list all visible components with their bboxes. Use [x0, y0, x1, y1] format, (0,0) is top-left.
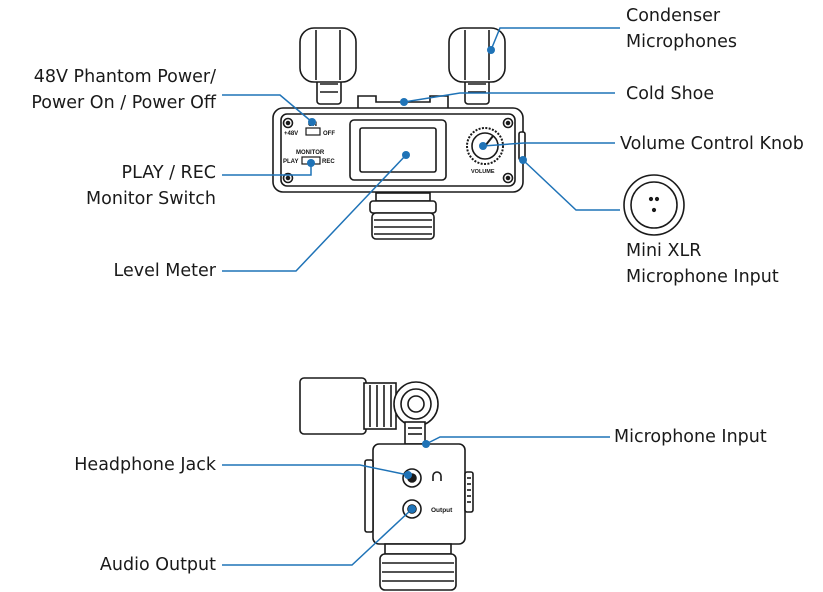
text-play: PLAY — [283, 159, 298, 165]
callout-dot-playrec — [307, 159, 315, 167]
label-condenser-line2: Microphones — [626, 32, 737, 52]
label-volume-knob: Volume Control Knob — [620, 134, 804, 154]
side-mic-capsule — [299, 377, 367, 435]
text-off: OFF — [323, 131, 335, 137]
label-condenser-line1: Condenser — [626, 6, 721, 26]
text-volume: VOLUME — [471, 169, 495, 175]
side-view-device — [299, 377, 474, 591]
callout-line-mini-xlr — [522, 159, 620, 211]
label-phantom-line2: Power On / Power Off — [31, 93, 216, 113]
mini-xlr-connector — [623, 174, 685, 236]
condenser-mic-left — [299, 27, 357, 105]
callout-line-condenser — [490, 27, 620, 51]
text-rec: REC — [322, 159, 335, 165]
label-headphone-jack: Headphone Jack — [74, 455, 216, 475]
callout-dot-headphone — [404, 471, 412, 479]
side-shoe-mount — [384, 543, 452, 555]
label-phantom-line1: 48V Phantom Power/ — [33, 67, 216, 87]
label-cold-shoe: Cold Shoe — [626, 84, 715, 104]
callout-line-phantom — [222, 94, 313, 123]
text-output: Output — [431, 507, 453, 514]
callout-line-volume — [482, 142, 615, 147]
callout-line-cold-shoe — [403, 92, 615, 103]
label-audio-output: Audio Output — [99, 555, 216, 575]
label-level-meter: Level Meter — [113, 261, 216, 281]
callout-dot-condenser — [487, 46, 495, 54]
callout-dot-mini-xlr — [519, 156, 527, 164]
callout-line-audio-output — [222, 508, 413, 566]
callout-dot-mic-input — [422, 440, 430, 448]
side-device-body — [372, 443, 466, 545]
label-mini-xlr-line1: Mini XLR — [626, 241, 702, 261]
top-view-device — [272, 27, 526, 240]
phantom-switch — [305, 127, 321, 136]
label-playrec-line1: PLAY / REC — [121, 163, 216, 183]
callout-line-headphone — [222, 464, 409, 476]
callout-line-level-meter — [222, 154, 407, 272]
text-48v: +48V — [284, 131, 298, 137]
label-playrec-line2: Monitor Switch — [86, 189, 216, 209]
label-mic-input: Microphone Input — [614, 427, 767, 447]
callout-dot-volume — [479, 142, 487, 150]
callout-dot-phantom — [308, 118, 316, 126]
label-mini-xlr-line2: Microphone Input — [626, 267, 779, 287]
text-monitor: MONITOR — [296, 150, 325, 156]
callout-dot-audio-output — [408, 505, 416, 513]
condenser-mic-right — [448, 27, 506, 105]
headphone-jack — [402, 468, 442, 488]
top-shoe-mount — [369, 192, 437, 240]
callout-line-mic-input — [425, 436, 610, 445]
callout-dot-cold-shoe — [400, 98, 408, 106]
callout-dot-level-meter — [402, 151, 410, 159]
